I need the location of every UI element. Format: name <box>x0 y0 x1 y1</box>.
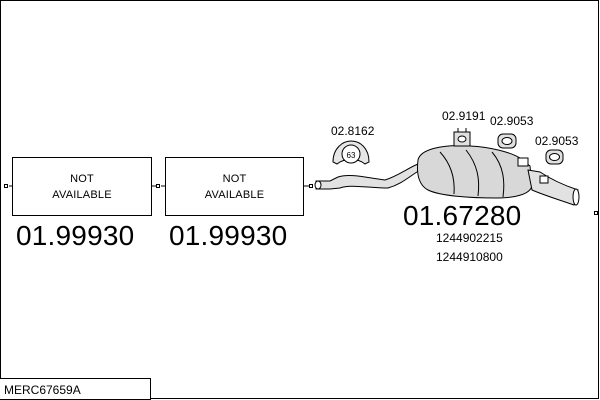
accessory-number: 02.9053 <box>490 114 534 128</box>
model-code-box: MERC67659A <box>0 378 151 400</box>
part-number: 01.99930 <box>16 220 135 251</box>
hanger-badge-label: 63 <box>347 151 356 160</box>
not-available-line1: NOT <box>70 172 94 185</box>
oem-reference: 1244910800 <box>436 250 503 264</box>
not-available-box: NOT AVAILABLE <box>165 157 304 216</box>
clamp-icon <box>453 128 471 147</box>
model-code: MERC67659A <box>4 383 81 397</box>
part-number: 01.99930 <box>169 220 288 251</box>
accessory-number: 02.9191 <box>442 109 486 123</box>
not-available-line2: AVAILABLE <box>204 188 265 201</box>
muffler-part-number: 01.67280 <box>403 200 522 231</box>
diagram-frame-left-edge <box>0 0 1 400</box>
rubber-ring-icon <box>497 133 517 149</box>
connector-square <box>309 184 313 188</box>
connector-square <box>4 184 8 188</box>
exhaust-pipe-icon <box>314 163 421 190</box>
connector-square <box>156 184 160 188</box>
oem-reference: 1244902215 <box>436 231 503 245</box>
not-available-line1: NOT <box>222 172 247 185</box>
accessory-number: 02.9053 <box>535 134 579 148</box>
not-available-box: NOT AVAILABLE <box>12 157 152 216</box>
rubber-hanger-icon <box>332 140 370 165</box>
rubber-ring-icon <box>545 149 564 165</box>
connector-square <box>594 211 598 215</box>
not-available-line2: AVAILABLE <box>52 188 112 201</box>
accessory-number: 02.8162 <box>331 124 375 138</box>
